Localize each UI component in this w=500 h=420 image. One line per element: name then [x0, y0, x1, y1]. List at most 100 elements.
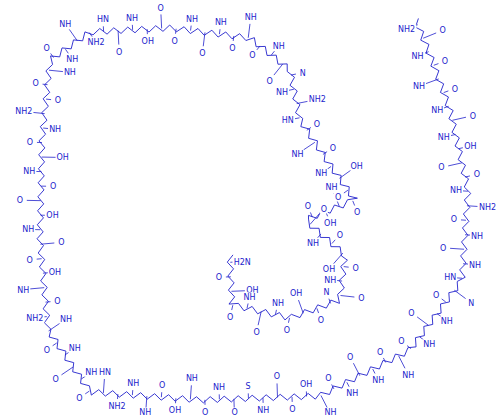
side-bond: [452, 117, 466, 120]
atom-label: O: [320, 204, 328, 213]
side-bond: [190, 385, 191, 399]
atom-label: O: [288, 404, 296, 413]
side-bond: [118, 31, 120, 45]
side-bond: [329, 299, 331, 304]
atom-label: NH: [256, 405, 270, 414]
side-bond: [423, 33, 436, 38]
atom-label: O: [215, 273, 223, 282]
atom-label: O: [438, 26, 446, 35]
atom-label: O: [57, 238, 65, 247]
atom-label: O: [351, 263, 359, 272]
side-bond: [373, 369, 375, 373]
side-bond: [203, 32, 205, 46]
atom-label: HN: [98, 368, 112, 377]
atom-label: O: [397, 337, 405, 346]
side-bond: [353, 363, 359, 375]
side-bond: [451, 134, 456, 135]
side-bond: [248, 393, 249, 398]
atom-label: OH: [322, 264, 336, 273]
side-bond: [117, 394, 118, 399]
atom-label: O: [75, 393, 83, 402]
side-bond: [219, 394, 220, 399]
side-bond: [175, 398, 176, 403]
side-bond: [303, 142, 315, 150]
side-bond: [434, 64, 439, 66]
atom-label: OH: [289, 289, 303, 298]
atom-label: N: [299, 68, 307, 77]
atom-label: NH2: [14, 107, 33, 116]
side-bond: [132, 390, 133, 395]
atom-label: O: [451, 84, 459, 93]
atom-label: O: [432, 290, 440, 299]
atom-label: NH: [68, 344, 82, 353]
side-bond: [40, 243, 54, 244]
atom-label: NH: [468, 260, 482, 269]
side-bond: [46, 301, 51, 302]
side-bond: [132, 25, 133, 30]
atom-label: O: [273, 372, 281, 381]
atom-label: OH: [299, 380, 313, 389]
side-bond: [61, 367, 73, 375]
atom-label: NH: [449, 186, 463, 195]
atom-label: O: [317, 315, 325, 324]
atom-label: NH: [214, 18, 228, 27]
backbone-bond: [37, 18, 471, 402]
side-bond: [89, 33, 92, 37]
atom-label: O: [201, 407, 209, 416]
side-bond: [41, 186, 46, 187]
side-bond: [248, 24, 250, 38]
atom-label: OH: [349, 162, 363, 171]
atom-label: O: [329, 143, 337, 152]
side-bond: [160, 14, 162, 28]
side-bond: [37, 258, 42, 259]
side-bond: [344, 266, 349, 268]
side-bond: [43, 84, 48, 85]
atom-label: NH: [125, 13, 139, 22]
side-bond: [274, 64, 283, 75]
atom-label: NH: [290, 149, 304, 158]
atom-label: O: [324, 374, 332, 383]
atom-label: O: [357, 293, 365, 302]
side-bond: [337, 280, 342, 282]
side-bond: [42, 157, 56, 158]
atom-label: O: [26, 255, 34, 264]
atom-label: NH: [324, 182, 338, 191]
side-bond: [46, 99, 51, 100]
atom-label: O: [346, 352, 354, 361]
side-bond: [219, 29, 221, 34]
atom-label: NH: [59, 315, 73, 324]
side-bond: [417, 317, 428, 325]
side-bond: [424, 52, 429, 54]
side-bond: [289, 89, 294, 91]
atom-label: NH: [244, 12, 258, 21]
atom-label: NH: [84, 368, 98, 377]
atom-label: HN: [96, 15, 110, 24]
atom-label: NH: [324, 408, 338, 417]
atom-label: NH: [16, 285, 30, 294]
side-bond: [51, 53, 54, 57]
atom-label: OH: [55, 153, 69, 162]
atom-label: O: [439, 243, 447, 252]
atom-label: O: [115, 47, 123, 56]
atom-label: O: [376, 347, 384, 356]
side-bond: [347, 382, 349, 386]
atom-label: O: [42, 43, 50, 52]
side-bond: [332, 240, 335, 244]
side-bond: [271, 51, 274, 55]
side-bond: [49, 323, 61, 331]
side-bond: [277, 383, 278, 397]
atom-label: O: [450, 215, 458, 224]
atom-label: O: [283, 325, 291, 334]
side-bond: [317, 308, 319, 313]
atom-label: NH: [412, 82, 426, 91]
atom-label: NH: [271, 299, 285, 308]
atom-label: N: [467, 298, 475, 307]
side-bond: [383, 358, 385, 362]
side-bond: [442, 299, 446, 302]
atom-label: O: [313, 119, 321, 128]
side-bond: [175, 29, 177, 34]
side-bond: [295, 117, 300, 119]
side-bond: [103, 26, 104, 31]
atom-label: O: [31, 79, 39, 88]
